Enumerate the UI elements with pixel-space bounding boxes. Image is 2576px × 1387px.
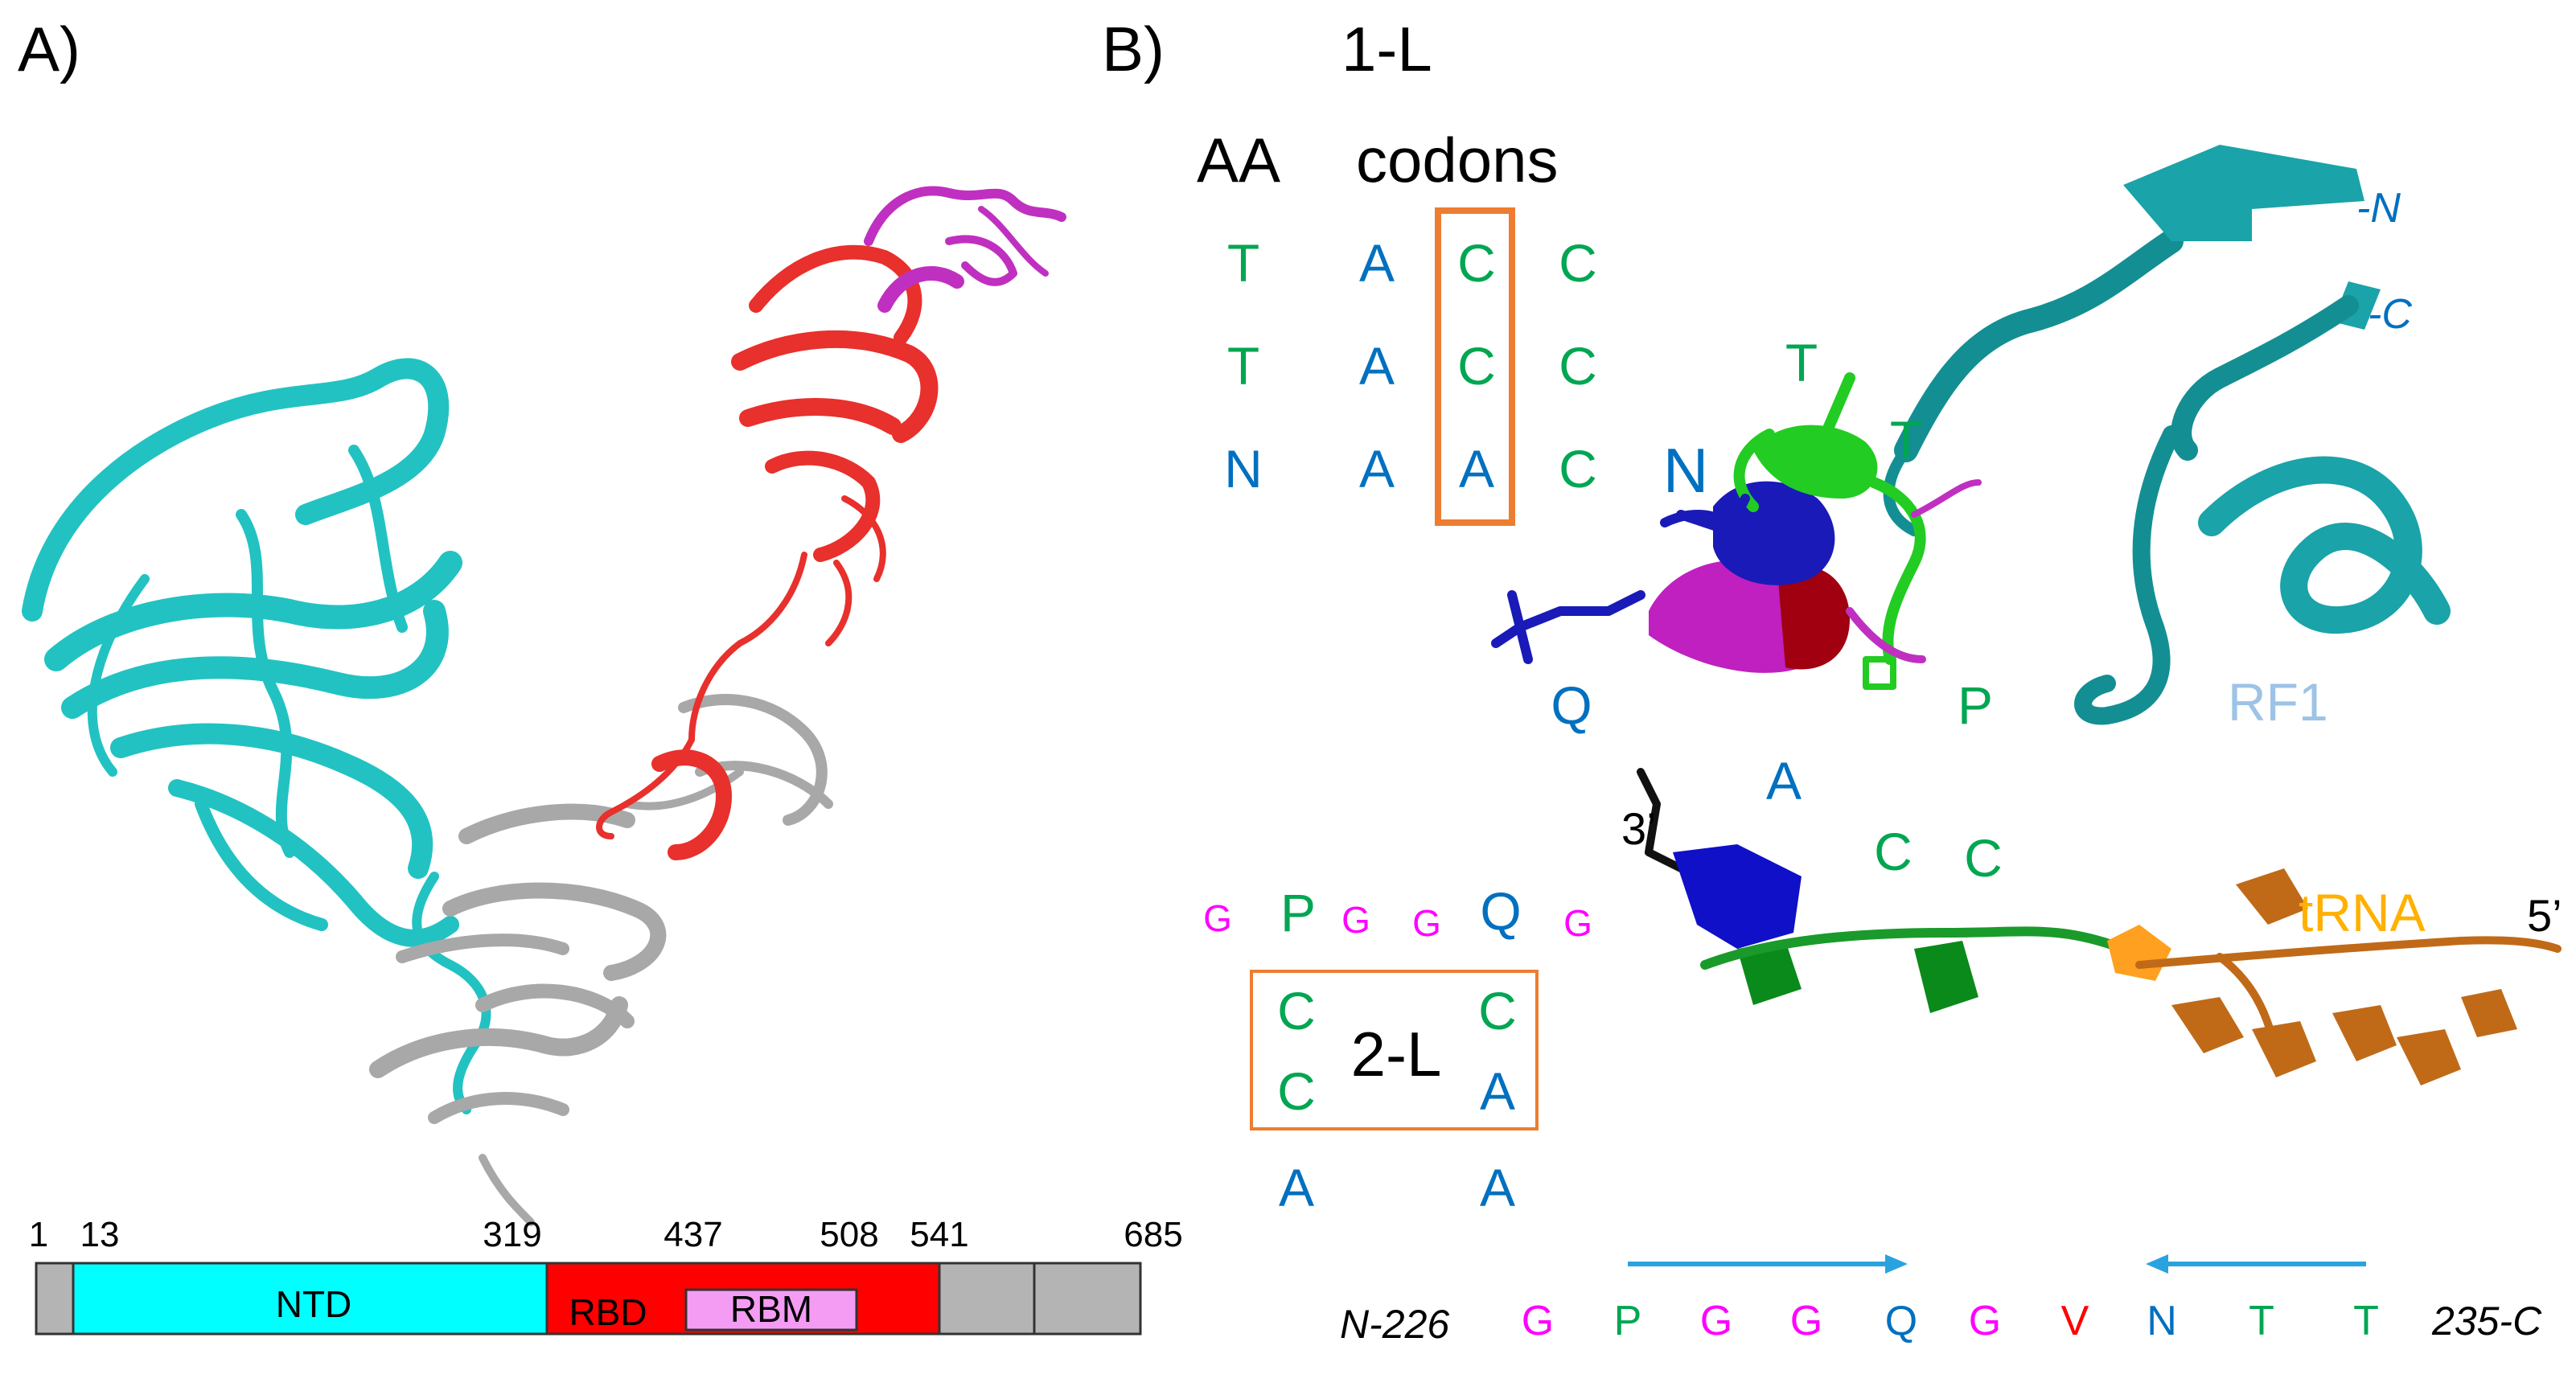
rf1-c-terminus: -C xyxy=(2368,291,2412,338)
domain-gray-end xyxy=(1033,1262,1142,1336)
sequence-residue: V xyxy=(2061,1298,2089,1344)
trna-base: C xyxy=(1964,828,2003,888)
loop2-right-base: C xyxy=(1478,981,1517,1040)
domain-gray-start xyxy=(35,1262,75,1336)
loop2-residue: G xyxy=(1563,902,1592,944)
trna-structure xyxy=(1637,768,2562,1085)
residue-label: P xyxy=(1958,675,1993,735)
loop2-top-residues: G P G G Q G xyxy=(1203,881,1592,944)
residue-label: N xyxy=(1663,435,1708,506)
loop2-left-base: C xyxy=(1277,981,1316,1040)
direction-arrows xyxy=(1628,1254,2366,1274)
loop2-residue: G xyxy=(1412,902,1441,944)
loop2-label: 2-L xyxy=(1351,1019,1442,1089)
codon-base: A xyxy=(1359,233,1395,293)
residue-label: T xyxy=(1890,410,1922,470)
loop2-right-base: A xyxy=(1480,1061,1515,1121)
sequence-residue: P xyxy=(1614,1298,1642,1344)
sequence-residue: G xyxy=(1522,1298,1554,1344)
codon-base: C xyxy=(1559,439,1597,499)
sequence-residue: Q xyxy=(1885,1298,1917,1344)
spike-protein-structure xyxy=(22,186,1066,1226)
row-aa: T xyxy=(1227,233,1259,293)
domain-label-rbm: RBM xyxy=(730,1288,812,1330)
trna-base: A xyxy=(1766,751,1802,810)
codon-base: A xyxy=(1459,439,1494,499)
codon-highlight-box xyxy=(1435,207,1515,526)
sequence-residues: G P G G Q G V N T T xyxy=(1522,1298,2379,1344)
tick-label: 1 xyxy=(29,1215,48,1254)
sequence-end: 235-C xyxy=(2431,1299,2542,1344)
loop-structure xyxy=(1491,372,1982,690)
tick-label: 13 xyxy=(80,1215,120,1254)
loop2-residue: Q xyxy=(1480,881,1521,941)
codon-row: T A C C xyxy=(1227,336,1597,396)
domain-label-rbd: RBD xyxy=(569,1291,647,1333)
sequence-residue: T xyxy=(2353,1298,2379,1344)
ntd-structure xyxy=(22,358,491,1114)
trna-5-prime: 5’ xyxy=(2527,890,2562,941)
sequence-residue: G xyxy=(1700,1298,1732,1344)
rf1-structure xyxy=(1883,145,2451,725)
domain-bar: NTD RBD RBM 1 13 319 437 508 541 685 xyxy=(29,1215,1183,1336)
rf1-label: RF1 xyxy=(2228,672,2328,732)
sequence-residue: G xyxy=(1969,1298,2001,1344)
arrow-right-head xyxy=(1885,1254,1908,1274)
row-aa: N xyxy=(1224,439,1263,499)
trna-bases: A C C xyxy=(1766,751,2003,888)
arrow-left-head xyxy=(2146,1254,2168,1274)
sequence-start: N-226 xyxy=(1340,1302,1449,1347)
tick-label: 541 xyxy=(910,1215,968,1254)
panel-b-label: B) xyxy=(1102,14,1165,84)
codon-row: N A A C xyxy=(1224,439,1597,499)
residue-label: T xyxy=(1785,333,1818,392)
rbm-structure xyxy=(864,186,1066,313)
table-header-aa: AA xyxy=(1197,125,1280,195)
trna-label: tRNA xyxy=(2299,883,2426,942)
panel-b-title: 1-L xyxy=(1341,14,1432,84)
residue-label: Q xyxy=(1551,675,1592,735)
tick-label: 319 xyxy=(483,1215,541,1254)
codon-base: C xyxy=(1457,233,1496,293)
loop2-bottom-base: A xyxy=(1480,1158,1515,1217)
domain-gray-mid xyxy=(938,1262,1036,1336)
codon-base: C xyxy=(1559,233,1597,293)
residue-labels: T T N Q P xyxy=(1551,333,1993,735)
rbd-structure xyxy=(596,244,939,860)
trna-base: C xyxy=(1874,822,1912,881)
codon-base: A xyxy=(1359,439,1395,499)
codon-base: C xyxy=(1457,336,1496,396)
rf1-n-terminus: -N xyxy=(2356,185,2401,232)
loop2-box xyxy=(1250,970,1539,1131)
loop2-residue: G xyxy=(1203,897,1232,939)
row-aa: T xyxy=(1227,336,1259,396)
sequence-residue: G xyxy=(1790,1298,1822,1344)
domain-label-ntd: NTD xyxy=(276,1283,352,1325)
loop2-pairs: C C C A A A xyxy=(1277,981,1517,1217)
loop2-residue: G xyxy=(1341,899,1370,941)
codon-base: C xyxy=(1559,336,1597,396)
tick-label: 437 xyxy=(664,1215,722,1254)
codon-row: T A C C xyxy=(1227,233,1597,293)
sequence-residue: N xyxy=(2147,1298,2177,1344)
panel-a-label: A) xyxy=(18,14,80,84)
tick-label: 685 xyxy=(1124,1215,1182,1254)
other-structure xyxy=(369,694,833,1226)
trna-3-prime: 3’ xyxy=(1621,803,1657,854)
loop2-left-base: C xyxy=(1277,1061,1316,1121)
codon-base: A xyxy=(1359,336,1395,396)
table-header-codons: codons xyxy=(1356,125,1559,195)
loop2-bottom-base: A xyxy=(1279,1158,1314,1217)
tick-label: 508 xyxy=(820,1215,878,1254)
sequence-residue: T xyxy=(2249,1298,2274,1344)
domain-rbm xyxy=(684,1288,858,1332)
loop2-residue: P xyxy=(1280,883,1316,942)
